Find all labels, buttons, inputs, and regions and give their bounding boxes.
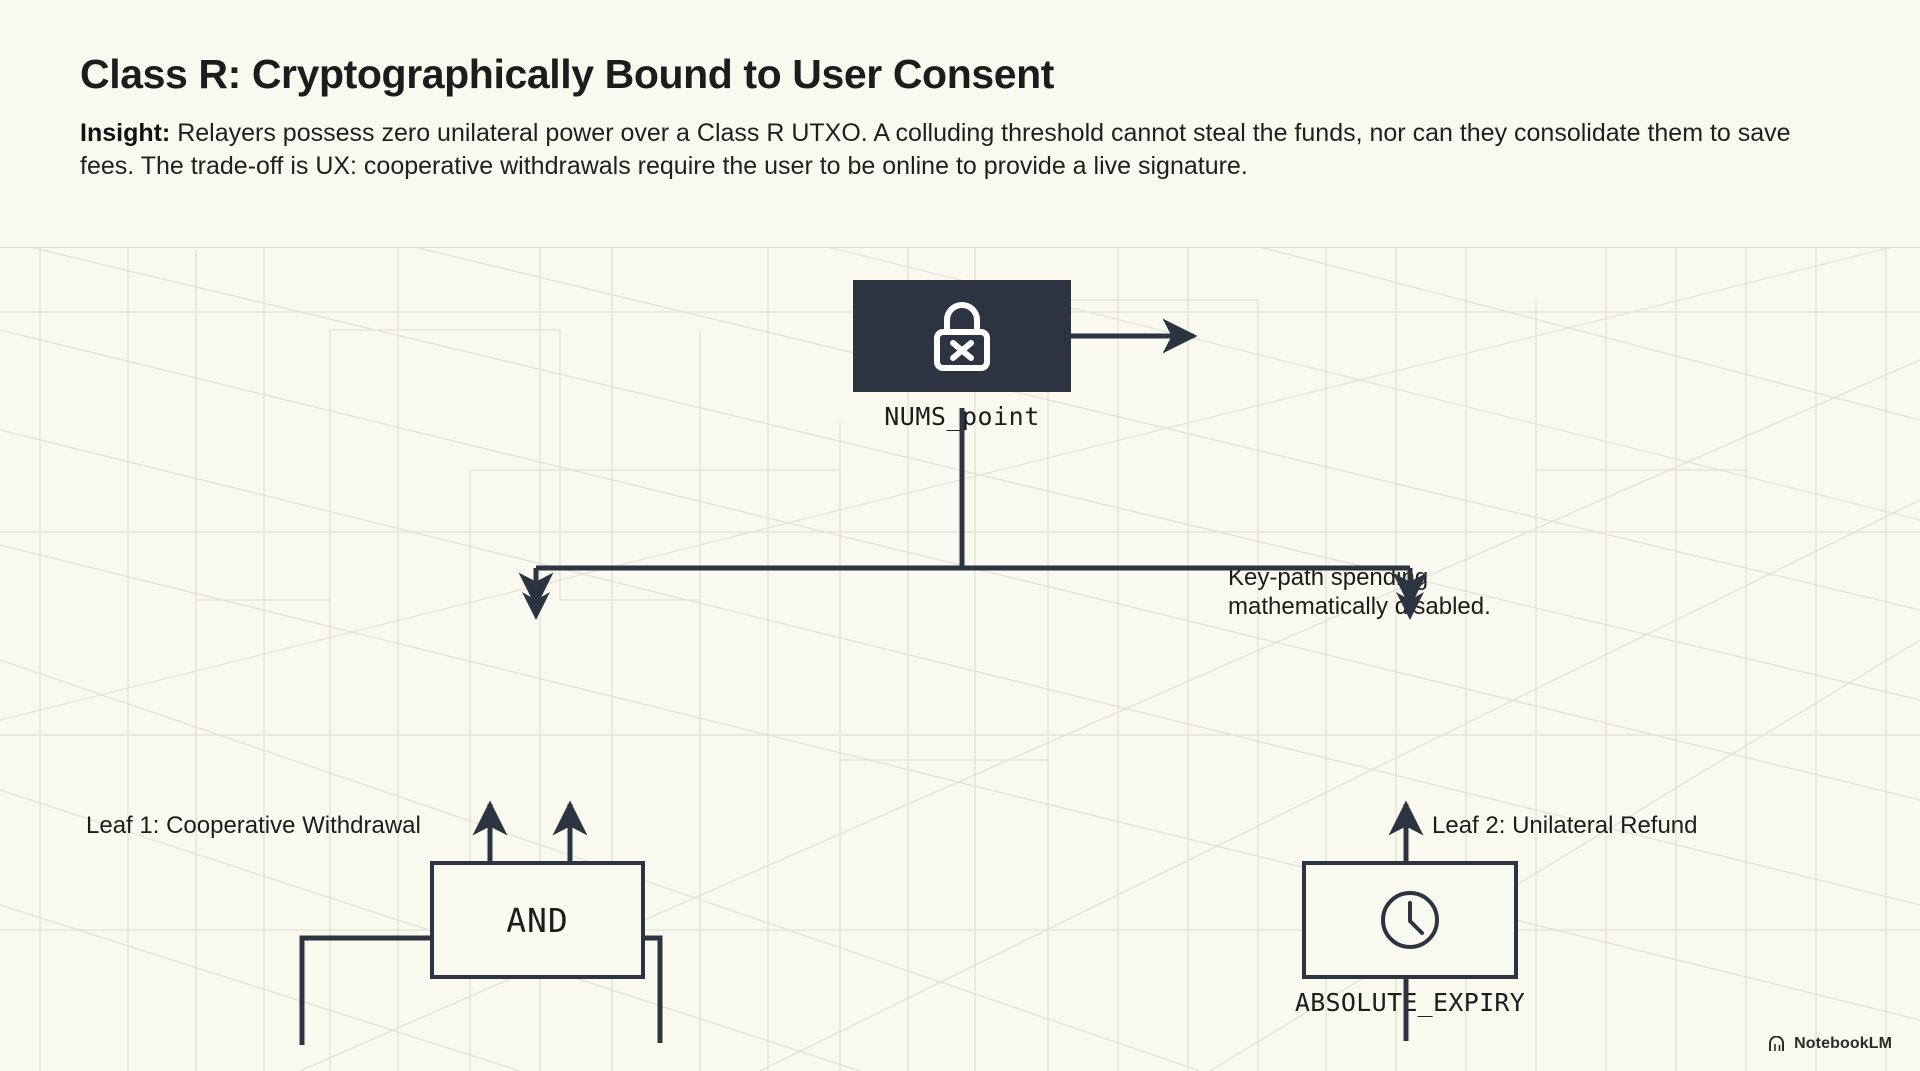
and-gate-box: AND <box>430 861 645 979</box>
nums-point-box <box>853 280 1071 392</box>
page-title: Class R: Cryptographically Bound to User… <box>80 51 1055 97</box>
insight-paragraph: Insight: Relayers possess zero unilatera… <box>80 117 1840 184</box>
taproot-tree-diagram: NUMS_point Key-path spending mathematica… <box>0 248 1920 1071</box>
nums-point-label: NUMS_point <box>884 402 1040 431</box>
keypath-annotation-line1: Key-path spending <box>1228 564 1429 591</box>
clock-icon <box>1381 891 1439 949</box>
leaf-2-label: Leaf 2: Unilateral Refund <box>1432 812 1698 839</box>
notebooklm-watermark: NotebookLM <box>1768 1035 1892 1053</box>
absolute-expiry-box <box>1302 861 1518 979</box>
keypath-disabled-annotation: Key-path spending mathematically disable… <box>1228 563 1648 622</box>
insight-label: Insight: <box>80 119 171 148</box>
absolute-expiry-label: ABSOLUTE_EXPIRY <box>1294 988 1526 1017</box>
leaf-1-label: Leaf 1: Cooperative Withdrawal <box>86 812 421 839</box>
lock-disabled-icon <box>934 302 990 371</box>
and-gate-label: AND <box>506 900 569 940</box>
notebooklm-watermark-text: NotebookLM <box>1794 1035 1892 1052</box>
keypath-annotation-line2: mathematically disabled. <box>1228 593 1491 621</box>
slide-header: Class R: Cryptographically Bound to User… <box>0 0 1920 248</box>
notebooklm-logo-icon <box>1769 1035 1785 1051</box>
insight-body: Relayers possess zero unilateral power o… <box>80 119 1791 181</box>
